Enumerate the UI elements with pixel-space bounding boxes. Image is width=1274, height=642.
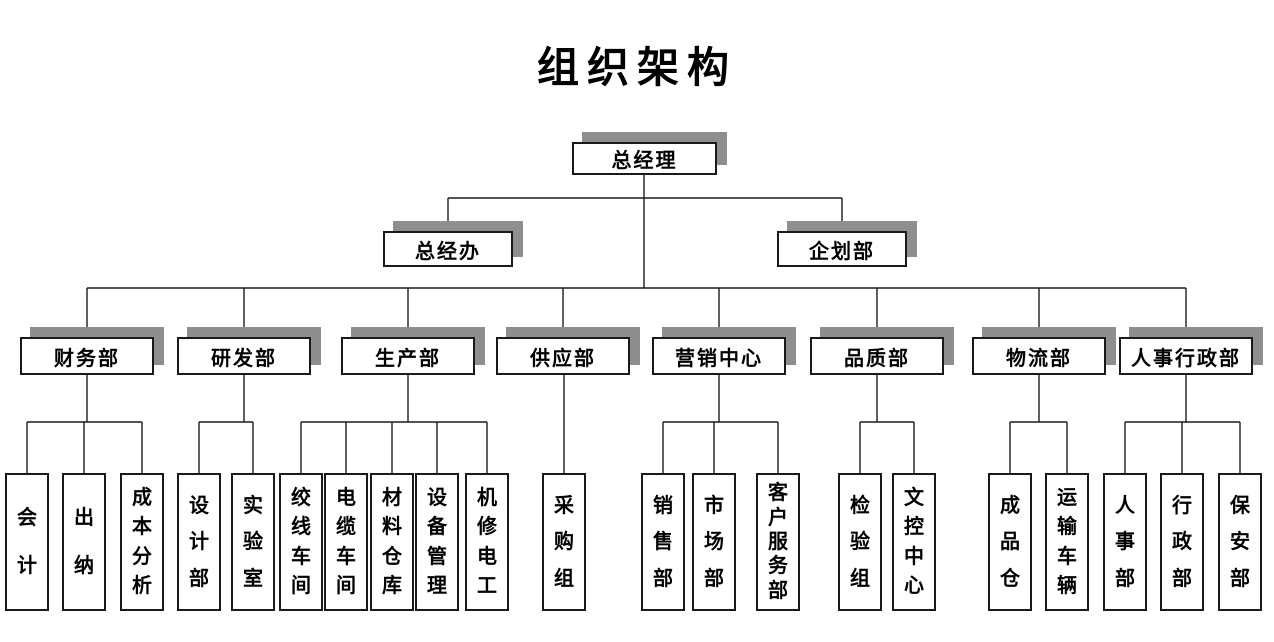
org-node-finance-dept: 财务部 bbox=[20, 337, 154, 375]
org-node-market-dept: 市场部 bbox=[692, 473, 736, 611]
org-node-sales-dept: 销售部 bbox=[641, 473, 685, 611]
org-node-accounting: 会计 bbox=[5, 473, 49, 611]
org-node-machine-repair-electrician: 机修电工 bbox=[465, 473, 509, 611]
org-node-admin-dept: 行政部 bbox=[1160, 473, 1204, 611]
org-node-inspection-group: 检验组 bbox=[838, 473, 882, 611]
org-node-supply-dept: 供应部 bbox=[496, 337, 630, 375]
org-node-customer-service-dept: 客户服务部 bbox=[756, 473, 800, 611]
org-node-finished-goods-warehouse: 成品仓 bbox=[988, 473, 1032, 611]
org-node-laboratory: 实验室 bbox=[231, 473, 275, 611]
org-node-design-dept: 设计部 bbox=[177, 473, 221, 611]
org-node-cashier: 出纳 bbox=[62, 473, 106, 611]
org-node-marketing-center: 营销中心 bbox=[652, 337, 786, 375]
org-node-hr-admin-dept: 人事行政部 bbox=[1119, 337, 1253, 375]
org-node-general-manager: 总经理 bbox=[572, 142, 717, 175]
org-node-rnd-dept: 研发部 bbox=[177, 337, 311, 375]
org-node-security-dept: 保安部 bbox=[1218, 473, 1262, 611]
org-node-production-dept: 生产部 bbox=[341, 337, 475, 375]
org-node-stranding-workshop: 绞线车间 bbox=[279, 473, 323, 611]
org-node-material-warehouse: 材料仓库 bbox=[370, 473, 414, 611]
org-node-cable-workshop: 电缆车间 bbox=[324, 473, 368, 611]
org-node-planning-dept: 企划部 bbox=[777, 231, 907, 267]
org-node-personnel-dept: 人事部 bbox=[1103, 473, 1147, 611]
org-node-cost-analysis: 成本分析 bbox=[120, 473, 164, 611]
org-node-doc-control-center: 文控中心 bbox=[892, 473, 936, 611]
org-node-gm-office: 总经办 bbox=[383, 231, 513, 267]
org-node-quality-dept: 品质部 bbox=[810, 337, 944, 375]
page-title: 组织架构 bbox=[536, 46, 737, 92]
org-node-logistics-dept: 物流部 bbox=[972, 337, 1106, 375]
org-node-purchasing-group: 采购组 bbox=[542, 473, 586, 611]
org-node-equipment-mgmt: 设备管理 bbox=[415, 473, 459, 611]
org-node-transport-vehicles: 运输车辆 bbox=[1045, 473, 1089, 611]
